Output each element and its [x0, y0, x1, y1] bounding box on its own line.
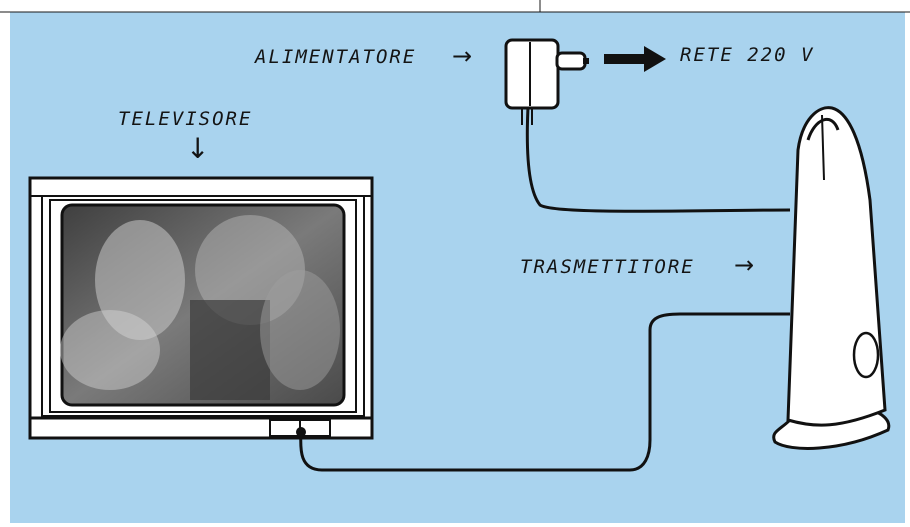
- arrow-right-icon: →: [452, 42, 472, 70]
- arrow-right-icon: →: [734, 251, 754, 279]
- label-trasmettitore: TRASMETTITORE: [520, 256, 695, 278]
- television-icon: [30, 178, 372, 438]
- arrow-down-icon: ↓: [186, 132, 209, 165]
- label-televisore: TELEVISORE: [118, 108, 252, 130]
- label-rete: RETE 220 V: [680, 44, 814, 66]
- label-alimentatore: ALIMENTATORE: [255, 46, 416, 68]
